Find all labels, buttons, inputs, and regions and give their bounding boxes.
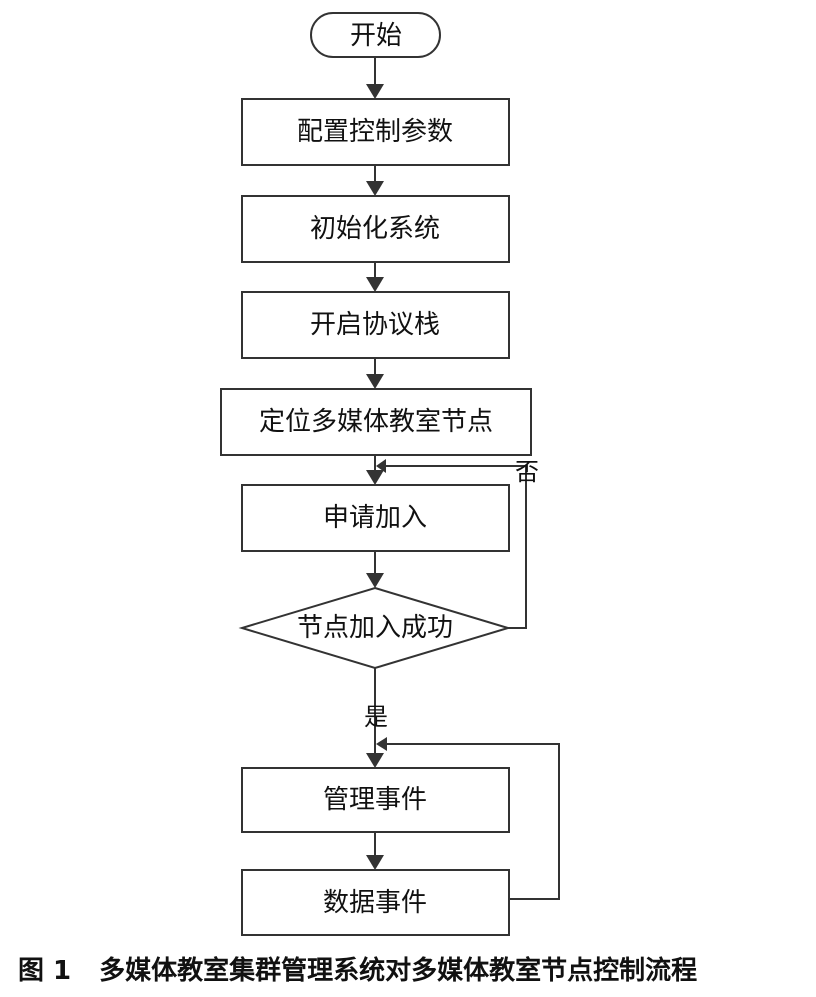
data-box [241,869,510,936]
feedback-loop-line [386,743,560,900]
arrowhead-manage [366,753,384,768]
decision-diamond [238,586,512,670]
figure-caption: 图 1 多媒体教室集群管理系统对多媒体教室节点控制流程 [18,950,697,987]
config-label: 配置控制参数 [297,117,453,147]
stack-label: 开启协议栈 [310,310,440,340]
init-box [241,195,510,263]
node-stack: 开启协议栈 [241,291,510,359]
decision-label: 节点加入成功 [297,613,453,643]
arrowhead-config [366,84,384,99]
node-config: 配置控制参数 [241,98,510,166]
node-data: 数据事件 [241,869,510,936]
arrowhead-init [366,181,384,196]
no-loop-arrowhead [376,459,386,473]
node-decision: 节点加入成功 [238,586,512,670]
node-manage: 管理事件 [241,767,510,833]
figure-number: 图 1 [18,956,72,986]
start-terminal [310,12,441,58]
edge-label-no: 否 [515,458,539,486]
arrowhead-apply [366,470,384,485]
connectors [366,57,560,900]
locate-box [220,388,532,456]
stack-box [241,291,510,359]
init-label: 初始化系统 [310,214,440,244]
feedback-loop-arrowhead [376,737,387,751]
arrowhead-decision [366,573,384,588]
edge-label-yes: 是 [364,703,388,731]
node-locate: 定位多媒体教室节点 [220,388,532,456]
apply-label: 申请加入 [323,503,427,533]
data-label: 数据事件 [323,888,427,918]
node-apply: 申请加入 [241,484,510,552]
no-loop-line [385,465,527,629]
figure-caption-text: 多媒体教室集群管理系统对多媒体教室节点控制流程 [99,956,698,986]
manage-box [241,767,510,833]
node-start: 开始 [310,12,441,58]
flowchart: 开始 配置控制参数 初始化系统 开启协议栈 定位多媒体教室节点 申请加入 节点加… [220,12,560,936]
arrowhead-locate [366,374,384,389]
config-box [241,98,510,166]
manage-label: 管理事件 [323,785,427,815]
start-label: 开始 [350,21,402,51]
arrowhead-stack [366,277,384,292]
node-init: 初始化系统 [241,195,510,263]
apply-box [241,484,510,552]
arrowhead-data [366,855,384,870]
locate-label: 定位多媒体教室节点 [259,407,493,437]
